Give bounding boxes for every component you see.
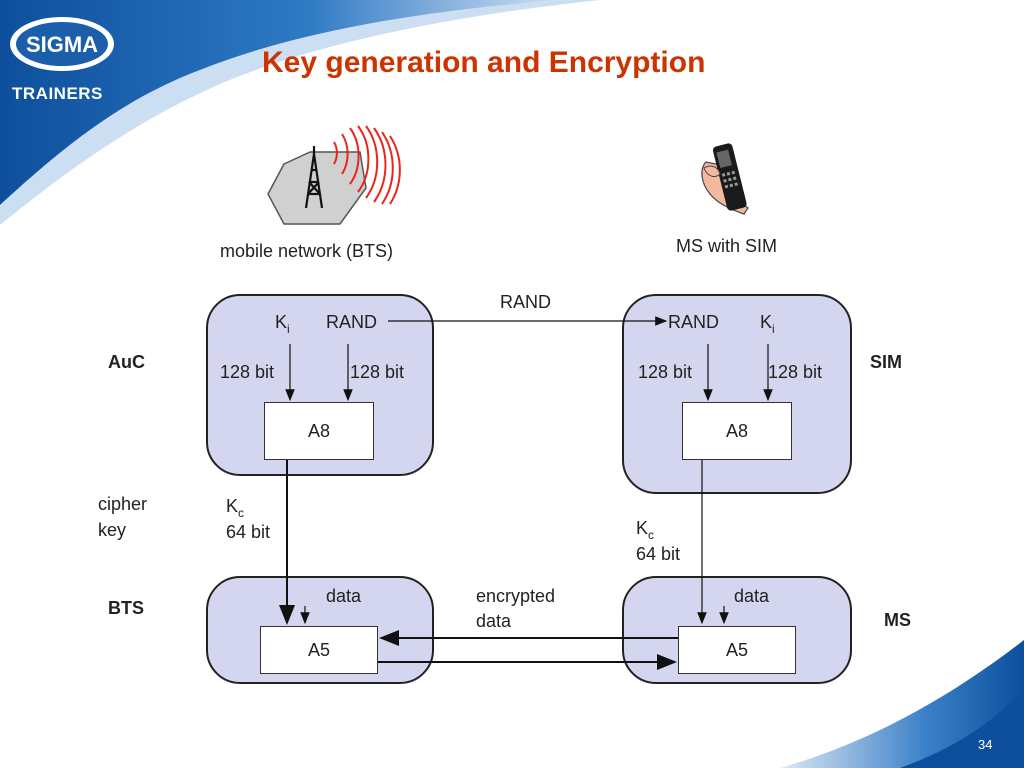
top-left-swoosh-highlight	[0, 0, 600, 225]
hexagon-icon	[267, 151, 367, 225]
left-kc-label: Kc	[226, 496, 245, 520]
left-kc-bits: 64 bit	[226, 522, 271, 542]
bottom-right-swoosh-dark	[900, 690, 1024, 768]
left-data-label: data	[326, 586, 362, 606]
left-ki-label: Ki	[275, 312, 290, 336]
bts-label: BTS	[108, 598, 144, 618]
ms-label: MS with SIM	[676, 236, 778, 256]
cipher-key-label-line2: key	[98, 520, 127, 540]
auc-a8-box: A8	[264, 402, 374, 460]
encrypted-data-label-line1: encrypted	[476, 586, 556, 606]
left-ki-bits: 128 bit	[220, 362, 275, 382]
logo-text: SIGMA	[26, 32, 98, 57]
left-rand-bits: 128 bit	[350, 362, 405, 382]
ms-label-side: MS	[884, 610, 911, 630]
bts-icon-group	[267, 125, 401, 225]
network-label: mobile network (BTS)	[220, 241, 394, 261]
left-rand-label: RAND	[326, 312, 378, 332]
top-left-swoosh	[0, 0, 560, 205]
right-kc-label: Kc	[636, 518, 655, 542]
bts-tower-icon	[304, 146, 324, 209]
logo-subtext: TRAINERS	[12, 84, 103, 103]
cipher-key-label-line1: cipher	[98, 494, 148, 514]
bottom-right-swoosh	[780, 640, 1024, 768]
radio-waves-icon	[333, 125, 401, 205]
sim-a8-box: A8	[682, 402, 792, 460]
sim-label: SIM	[870, 352, 903, 372]
right-ki-bits: 128 bit	[768, 362, 823, 382]
page-number: 34	[978, 737, 993, 752]
right-rand-bits: 128 bit	[638, 362, 693, 382]
auc-label: AuC	[108, 352, 145, 372]
right-data-label: data	[734, 586, 770, 606]
slide-title: Key generation and Encryption	[262, 46, 706, 79]
right-kc-bits: 64 bit	[636, 544, 681, 564]
right-rand-label: RAND	[668, 312, 720, 332]
right-ki-label: Ki	[760, 312, 775, 336]
sim-region	[622, 294, 852, 494]
ms-a5-box: A5	[678, 626, 796, 674]
bts-a5-box: A5	[260, 626, 378, 674]
encrypted-data-label-line2: data	[476, 611, 512, 631]
mobile-phone-hand-icon	[701, 143, 749, 215]
rand-transfer-label: RAND	[500, 292, 552, 312]
sigma-logo: SIGMA	[10, 17, 114, 71]
